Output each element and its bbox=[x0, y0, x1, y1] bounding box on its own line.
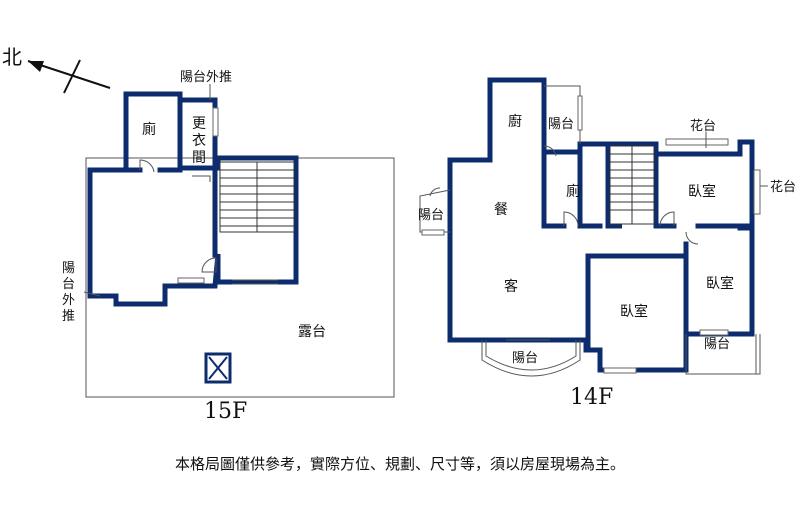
door-swing-icon bbox=[685, 231, 699, 245]
room-label-terrace: 露台 bbox=[298, 324, 326, 340]
bay-balcony bbox=[481, 340, 581, 377]
staircase-14f bbox=[609, 145, 655, 225]
room-label-living: 客 bbox=[504, 278, 518, 295]
label-flower-top: 花台 bbox=[690, 118, 716, 134]
door-swing-icon bbox=[192, 175, 211, 182]
label-balcony-left: 陽台 bbox=[418, 208, 444, 223]
room-label-dressing-3: 間 bbox=[192, 150, 206, 166]
label-balcony-out-left-1: 陽 bbox=[62, 261, 75, 276]
north-arrow-icon bbox=[27, 59, 111, 94]
label-balcony-bottom-right: 陽台 bbox=[704, 337, 730, 352]
room-label-dressing-1: 更 bbox=[192, 116, 206, 132]
flower-bed-right bbox=[753, 169, 761, 215]
label-balcony-out-left-2: 台 bbox=[62, 277, 75, 292]
label-balcony-out-left-3: 外 bbox=[62, 293, 75, 308]
room-label-bedroom-center: 臥室 bbox=[620, 303, 648, 320]
skylight-icon bbox=[204, 352, 232, 384]
door-swing-icon bbox=[563, 211, 579, 227]
room-label-bathroom-15f: 廁 bbox=[142, 121, 156, 138]
room-label-kitchen: 廚 bbox=[508, 113, 522, 130]
flower-bed-top bbox=[665, 138, 729, 146]
north-label: 北 bbox=[2, 45, 22, 69]
floor-14-plan: 廚 陽台 花台 花台 廁 臥室 陽台 餐 客 臥室 臥室 陽台 陽台 14F bbox=[418, 77, 796, 410]
door-swing-icon bbox=[201, 257, 217, 273]
window bbox=[212, 107, 219, 137]
door-swing-icon bbox=[659, 211, 675, 227]
label-balcony-bottom: 陽台 bbox=[512, 351, 538, 366]
room-label-dressing-2: 衣 bbox=[192, 133, 206, 149]
label-balcony-kitchen: 陽台 bbox=[548, 117, 574, 132]
window bbox=[177, 277, 205, 284]
floor-label-15f: 15F bbox=[204, 399, 247, 424]
window bbox=[699, 329, 729, 336]
door-swing-icon bbox=[543, 145, 557, 157]
window bbox=[603, 367, 637, 374]
label-flower-right: 花台 bbox=[770, 179, 796, 195]
room-label-bedroom-top-right: 臥室 bbox=[688, 183, 716, 200]
floor-label-14f: 14F bbox=[570, 385, 613, 410]
door-swing-icon bbox=[139, 159, 155, 173]
floor-15-plan: 廁 陽台外推 更 衣 間 陽 台 外 推 露台 15F bbox=[62, 70, 395, 424]
label-balcony-out-top: 陽台外推 bbox=[180, 70, 232, 85]
window bbox=[421, 229, 445, 236]
room-label-dining: 餐 bbox=[494, 202, 508, 218]
window bbox=[577, 95, 583, 131]
room-label-bathroom-14f: 廁 bbox=[566, 183, 580, 200]
label-balcony-out-left-4: 推 bbox=[62, 309, 75, 324]
disclaimer-note: 本格局圖僅供參考，實際方位、規劃、尺寸等，須以房屋現場為主。 bbox=[175, 455, 625, 473]
room-label-bedroom-right: 臥室 bbox=[706, 275, 734, 292]
staircase-15f bbox=[219, 161, 295, 233]
